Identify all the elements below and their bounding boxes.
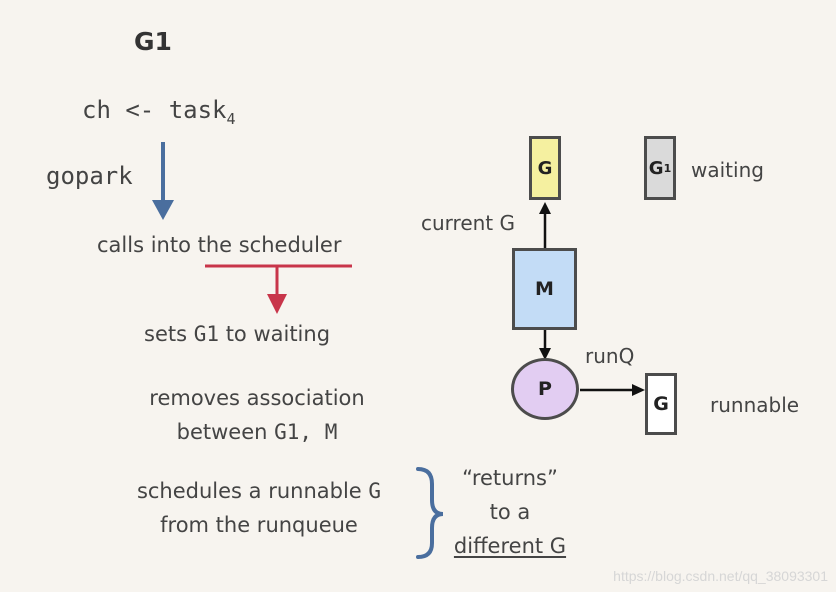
code-line: ch <- task4	[82, 96, 236, 128]
waiting-g-sub: 1	[663, 161, 672, 175]
m-to-p-arrow	[539, 330, 551, 360]
runnable-label: runnable	[710, 393, 800, 417]
removes-line2: between G1, M	[132, 415, 382, 449]
schedules-line1-prefix: schedules a runnable	[136, 479, 369, 503]
returns-line3: different G	[453, 534, 567, 558]
returns-text: “returns” to a different G	[440, 461, 580, 563]
removes-association-text: removes association between G1, M	[132, 381, 382, 449]
p-circle: P	[511, 358, 579, 420]
schedules-line1-code: G	[368, 479, 382, 503]
sets-code: G1	[193, 322, 220, 346]
m-box: M	[512, 248, 577, 330]
removes-line2-prefix: between	[176, 420, 275, 444]
watermark: https://blog.csdn.net/qq_38093301	[613, 568, 828, 584]
slide-title: G1	[134, 27, 172, 56]
current-g-label: current G	[421, 211, 516, 235]
gopark-arrow	[152, 142, 174, 220]
returns-line1: “returns”	[462, 466, 558, 490]
calls-scheduler-text: calls into the scheduler	[97, 233, 342, 257]
runq-label: runQ	[585, 344, 635, 368]
code-line-sub: 4	[226, 109, 236, 128]
curly-brace	[416, 467, 444, 559]
waiting-g-letter: G	[648, 157, 664, 179]
schedules-line2: from the runqueue	[160, 513, 358, 537]
m-to-g-arrow	[539, 202, 551, 248]
sets-prefix: sets	[144, 322, 194, 346]
sets-suffix: to waiting	[219, 322, 331, 346]
waiting-label: waiting	[691, 158, 764, 182]
gopark-label: gopark	[46, 162, 133, 190]
current-g-box: G	[529, 136, 561, 200]
scheduler-arrow	[205, 264, 352, 314]
runnable-g-box: G	[645, 373, 677, 435]
removes-line2-code: G1, M	[274, 420, 338, 444]
sets-waiting-text: sets G1 to waiting	[144, 322, 330, 346]
code-line-text: ch <- task	[82, 96, 227, 124]
p-to-runq-arrow	[580, 384, 645, 396]
removes-line1: removes association	[149, 386, 365, 410]
schedules-runnable-text: schedules a runnable G from the runqueue	[114, 474, 404, 542]
returns-line2: to a	[489, 500, 531, 524]
schedules-line1: schedules a runnable G	[114, 474, 404, 508]
